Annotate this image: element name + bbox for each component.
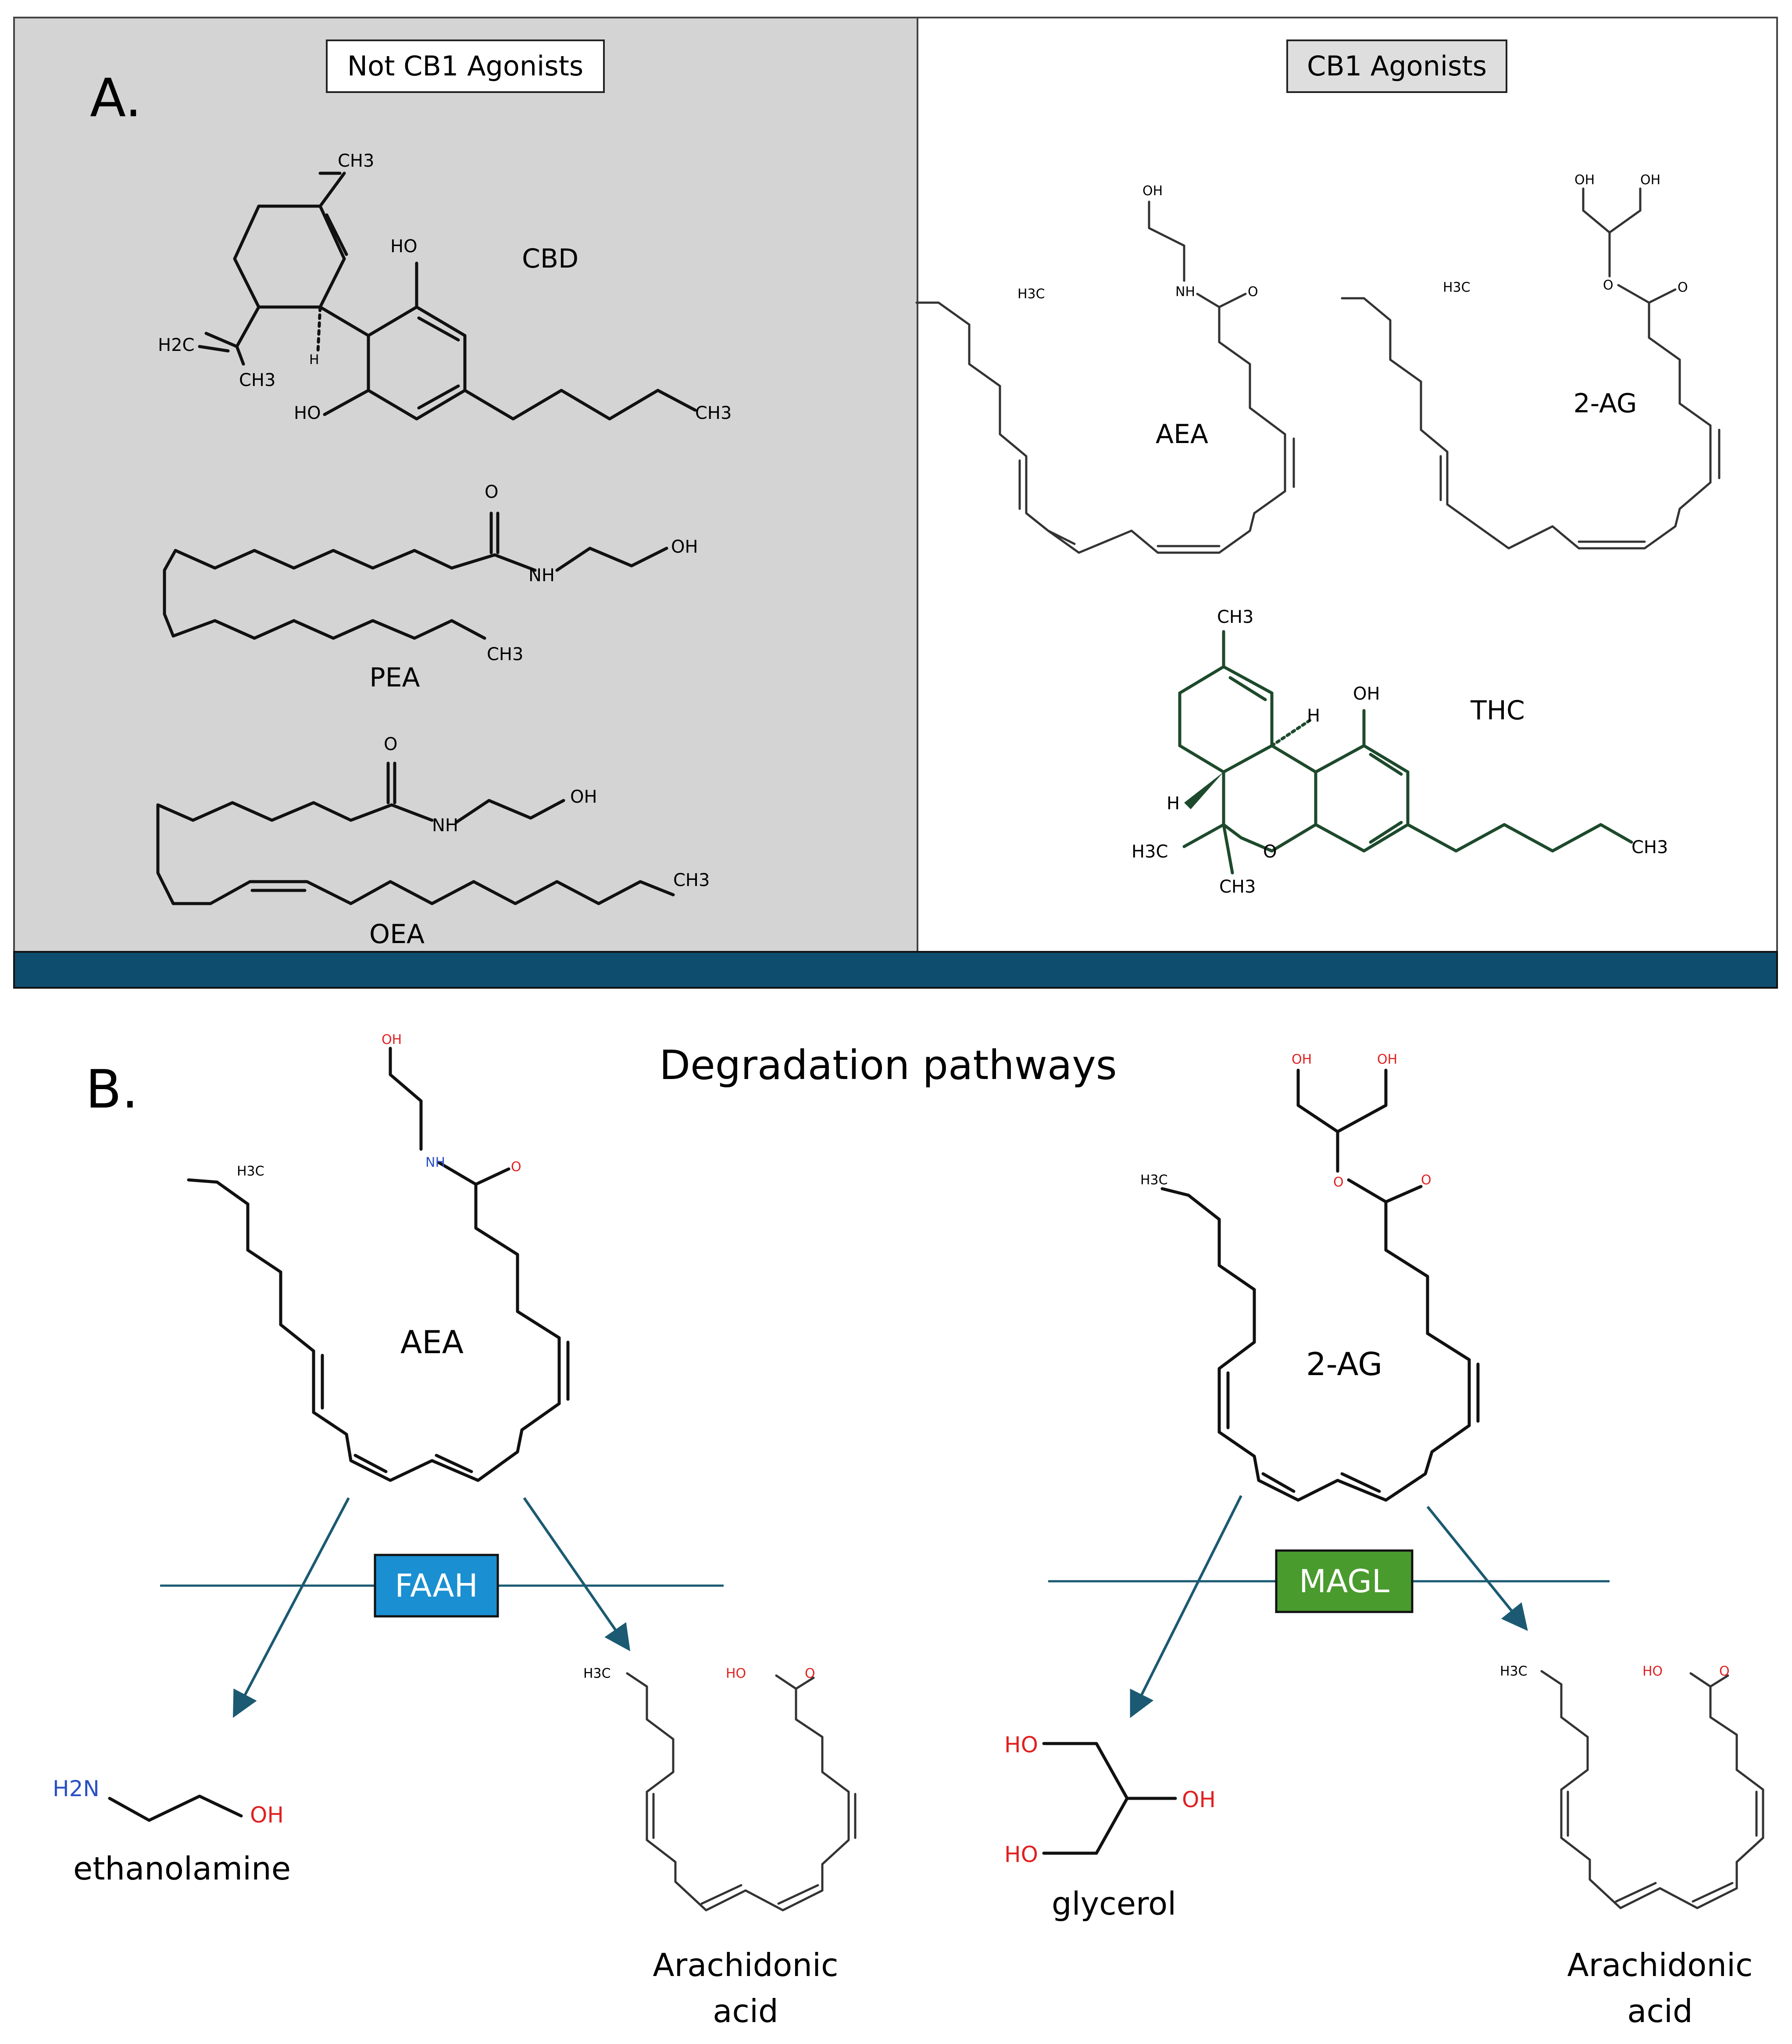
aea-b-o: O (511, 1159, 521, 1175)
magl-label: MAGL (1299, 1563, 1389, 1600)
thc-ch3-tail: CH3 (1631, 837, 1668, 858)
thc-ch3-top: CH3 (1217, 607, 1253, 627)
aea-a-h3c: H3C (1017, 286, 1045, 302)
two-ag-label-b: 2-AG (1306, 1346, 1382, 1383)
arach-right-h3c: H3C (1500, 1664, 1528, 1679)
cbd-structure: CH3 HO H2C CH3 H HO CH3 (158, 151, 732, 423)
arachidonic-left-line2: acid (713, 1993, 778, 2030)
thc-h3c: H3C (1132, 842, 1168, 862)
two-ag-a-o-ester: O (1603, 278, 1614, 293)
panel-b-letter: B. (86, 1059, 138, 1120)
cb1-header-box (1286, 39, 1507, 93)
arachidonic-right-line2: acid (1627, 1993, 1692, 2030)
cbd-ch3-left: CH3 (239, 370, 275, 390)
two-ag-a-h3c: H3C (1443, 280, 1471, 295)
cbd-ho-bottom: HO (294, 403, 321, 423)
panel-a-left-background (13, 17, 918, 953)
arrow-aea-to-ethanolamine (233, 1497, 350, 1718)
oea-o: O (384, 734, 397, 754)
cbd-label: CBD (522, 243, 578, 274)
panel-b-title: Degradation pathways (659, 1042, 1117, 1089)
two-ag-b-o-carbonyl: O (1421, 1172, 1431, 1188)
glycerol-label: glycerol (1052, 1885, 1176, 1922)
thc-ch3-bottom: CH3 (1219, 877, 1256, 897)
not-cb1-header-box (326, 39, 605, 93)
pea-nh: NH (528, 565, 555, 586)
aea-b-oh: OH (382, 1032, 402, 1047)
arachidonic-right-line1: Arachidonic (1567, 1947, 1753, 1983)
oea-label: OEA (369, 919, 425, 950)
two-ag-b-oh-right: OH (1377, 1052, 1397, 1067)
arachidonic-acid-structure-right: H3C HO O (1500, 1664, 1764, 1909)
thc-h-top: H (1307, 706, 1320, 726)
arach-left-o: O (805, 1666, 815, 1681)
pea-structure: O NH OH CH3 (163, 482, 698, 665)
two-ag-a-oh-right: OH (1640, 172, 1660, 188)
oea-structure: O NH OH CH3 (156, 734, 710, 905)
arrow-aea-to-arachidonic (523, 1497, 631, 1651)
cbd-ch3-tail: CH3 (695, 403, 732, 423)
faah-label: FAAH (395, 1567, 478, 1604)
aea-a-o: O (1248, 284, 1258, 300)
thc-o: O (1263, 842, 1277, 862)
aea-label-b: AEA (400, 1324, 464, 1361)
glycerol-ho-bottom: HO (1004, 1842, 1038, 1867)
aea-structure-a: OH NH O H3C (915, 183, 1295, 554)
arach-right-o: O (1719, 1664, 1730, 1679)
two-ag-structure-a: OH OH O O H3C (1341, 172, 1721, 550)
glycerol-oh: OH (1182, 1787, 1216, 1812)
two-ag-label-a: 2-AG (1574, 388, 1637, 419)
ethanolamine-h2n: H2N (53, 1776, 100, 1801)
arachidonic-acid-structure-left: H3C HO O (583, 1666, 857, 1912)
arach-left-h3c: H3C (583, 1666, 611, 1681)
glycerol-structure: HO OH HO (1004, 1732, 1216, 1867)
panel-a-letter: A. (90, 68, 142, 129)
not-cb1-header: Not CB1 Agonists (347, 50, 583, 82)
two-ag-b-o-ester: O (1333, 1175, 1344, 1190)
ethanolamine-label: ethanolamine (73, 1850, 291, 1887)
aea-structure-b: OH NH O H3C (187, 1032, 570, 1482)
two-ag-b-h3c: H3C (1140, 1172, 1168, 1188)
thc-oh: OH (1353, 684, 1380, 704)
panel-b: B. Degradation pathways OH NH O H3C AEA … (53, 1032, 1764, 2030)
aea-b-h3c: H3C (237, 1164, 264, 1179)
panel-a: A. Not CB1 Agonists CB1 Agonists CH3 HO … (13, 17, 1778, 953)
arachidonic-left-line1: Arachidonic (653, 1947, 838, 1983)
pea-ch3: CH3 (487, 644, 523, 665)
ethanolamine-structure: H2N OH (53, 1776, 284, 1828)
two-ag-a-oh-left: OH (1574, 172, 1595, 188)
thc-label: THC (1470, 695, 1525, 726)
pea-oh: OH (671, 537, 698, 557)
cbd-ho-top: HO (390, 236, 418, 257)
panel-divider-band (13, 951, 1778, 989)
aea-a-oh: OH (1142, 183, 1163, 199)
glycerol-ho-top: HO (1004, 1732, 1038, 1758)
cbd-h: H (309, 352, 319, 368)
magl-box (1275, 1549, 1414, 1613)
thc-structure: CH3 OH H H H3C O CH3 CH3 (1132, 607, 1668, 897)
two-ag-structure-b: OH OH O O H3C (1140, 1052, 1480, 1502)
cb1-header: CB1 Agonists (1307, 50, 1487, 82)
two-ag-b-oh-left: OH (1292, 1052, 1312, 1067)
oea-ch3: CH3 (673, 870, 710, 890)
pea-o: O (485, 482, 498, 502)
arach-right-oh: HO (1642, 1664, 1663, 1679)
aea-label-a: AEA (1156, 419, 1208, 450)
two-ag-a-o-carbonyl: O (1678, 280, 1688, 295)
arrow-2ag-to-arachidonic (1426, 1506, 1528, 1631)
thc-h-left: H (1167, 793, 1180, 814)
arach-left-oh: HO (726, 1666, 746, 1681)
arrow-2ag-to-glycerol (1130, 1495, 1242, 1718)
cbd-h2c: H2C (158, 335, 194, 355)
pea-label: PEA (369, 662, 420, 693)
aea-b-nh: NH (425, 1155, 445, 1170)
panel-a-right-background (917, 17, 1778, 953)
cbd-ch3-top: CH3 (338, 151, 374, 171)
ethanolamine-oh: OH (250, 1802, 284, 1828)
oea-oh: OH (570, 787, 597, 807)
faah-box (374, 1554, 499, 1618)
aea-a-nh: NH (1175, 284, 1195, 300)
oea-nh: NH (432, 815, 458, 836)
